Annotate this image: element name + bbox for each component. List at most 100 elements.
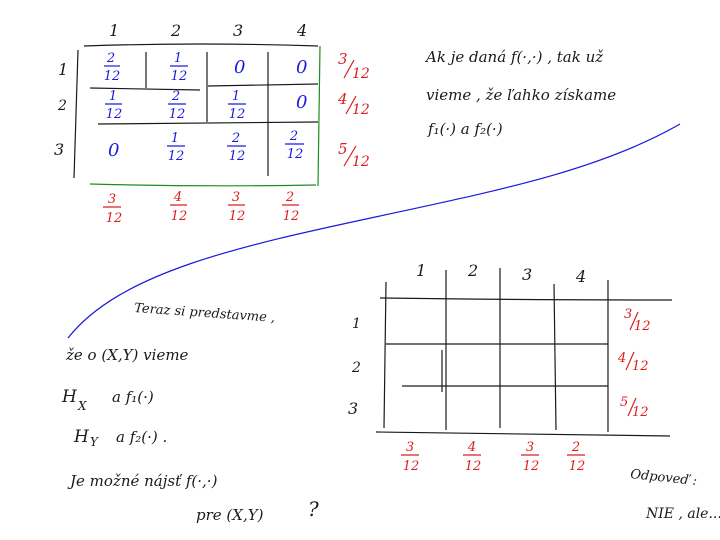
entropy-rest: a f₂(·) .: [116, 428, 167, 446]
bottom-note-line-6: pre (X,Y): [196, 506, 264, 524]
top-note: Ak je daná f(·,·) , tak už vieme , že ľa…: [424, 48, 616, 138]
top-cell-r3c1: 0: [108, 140, 119, 161]
marginal-numerator: 5: [620, 395, 628, 410]
marginal-denominator: 12: [106, 211, 123, 226]
bottom-row-marginal-1: 3 12: [624, 307, 651, 334]
bottom-col-marginal-1: 3 12: [401, 440, 419, 474]
cell-numerator: 2: [106, 51, 115, 66]
marginal-denominator: 12: [229, 209, 246, 224]
bottom-col-marginal-2: 4 12: [463, 440, 481, 474]
cell-numerator: 1: [174, 51, 182, 66]
top-row-headers: 1 2 3: [54, 60, 68, 159]
marginal-denominator: 12: [352, 66, 370, 82]
bottom-col-header: 1: [416, 261, 426, 280]
marginal-denominator: 12: [465, 459, 482, 474]
cell-denominator: 12: [104, 69, 121, 84]
cell-numerator: 1: [171, 131, 179, 146]
bottom-note-line-5: Je možné nájsť f(·,·): [67, 472, 218, 490]
cell-numerator: 2: [289, 129, 298, 144]
top-table-grid: [73, 43, 319, 179]
cell-denominator: 12: [229, 149, 246, 164]
marginal-numerator: 3: [406, 440, 414, 455]
marginal-numerator: 3: [232, 190, 240, 205]
top-row-header: 3: [54, 140, 64, 159]
top-note-line-1: Ak je daná f(·,·) , tak už: [424, 48, 603, 66]
top-row-marginal-2: 4 12: [337, 90, 370, 118]
top-cell-r3c3: 2 12: [227, 131, 246, 164]
cell-numerator: 1: [232, 89, 240, 104]
marginal-numerator: 4: [173, 190, 182, 205]
marginal-denominator: 12: [171, 209, 188, 224]
top-col-marginal-2: 4 12: [170, 190, 187, 224]
bottom-note-line-1: Teraz si predstavme ,: [134, 301, 276, 326]
marginal-denominator: 12: [523, 459, 540, 474]
top-note-line-3: f₁(·) a f₂(·): [427, 120, 503, 138]
top-col-header: 2: [170, 21, 181, 40]
marginal-denominator: 12: [634, 319, 651, 334]
bottom-col-header: 3: [522, 265, 532, 284]
bottom-row-headers: 1 2 3: [348, 316, 361, 418]
entropy-subscript: X: [77, 399, 87, 413]
top-col-marginal-4: 2 12: [282, 190, 299, 224]
answer-label: Odpoveď :: [630, 467, 698, 489]
bottom-table-grid: [375, 268, 673, 437]
top-cell-r3c2: 1 12: [167, 131, 185, 164]
entropy-rest: a f₁(·): [112, 388, 154, 406]
top-row-header: 2: [57, 98, 67, 114]
cell-denominator: 12: [168, 149, 185, 164]
bottom-note-line-3: H X a f₁(·): [61, 387, 154, 413]
marginal-denominator: 12: [352, 102, 370, 118]
marginal-numerator: 3: [338, 50, 348, 68]
top-cell-r2c1: 1 12: [105, 89, 122, 122]
bottom-row-marginal-3: 5 12: [620, 395, 649, 420]
cell-numerator: 2: [171, 89, 180, 104]
marginal-numerator: 5: [338, 140, 348, 158]
marginal-denominator: 12: [632, 359, 649, 374]
bottom-note-line-4: H Y a f₂(·) .: [73, 427, 167, 449]
top-col-header: 1: [109, 21, 119, 40]
bottom-col-marginal-3: 3 12: [521, 440, 539, 474]
top-table-marginal-borders: [89, 45, 321, 187]
top-col-headers: 1 2 3 4: [109, 21, 307, 40]
top-col-marginal-3: 3 12: [228, 190, 245, 224]
top-cell-r1c4: 0: [296, 57, 307, 78]
bottom-col-header: 4: [575, 267, 586, 286]
entropy-subscript: Y: [90, 435, 99, 449]
cell-numerator: 1: [109, 89, 117, 104]
entropy-symbol: H: [73, 427, 90, 447]
bottom-row-header: 1: [352, 316, 361, 332]
top-row-header: 1: [58, 60, 68, 79]
bottom-empty-table: 1 2 3 4 1 2 3 3 12 4 12 5 12 3: [348, 261, 673, 474]
bottom-note-line-2: že o (X,Y) vieme: [65, 346, 189, 364]
marginal-numerator: 3: [526, 440, 534, 455]
top-cell-r2c3: 1 12: [228, 89, 246, 122]
top-cell-r1c1: 2 12: [104, 51, 121, 84]
marginal-denominator: 12: [632, 405, 649, 420]
bottom-col-header: 2: [467, 261, 478, 280]
cell-denominator: 12: [169, 107, 186, 122]
marginal-numerator: 4: [337, 90, 348, 108]
top-cell-r2c2: 2 12: [168, 89, 186, 122]
top-note-line-2: vieme , že ľahko získame: [426, 86, 616, 104]
top-row-marginal-1: 3 12: [338, 50, 370, 82]
cell-denominator: 12: [171, 69, 188, 84]
marginal-denominator: 12: [352, 154, 370, 170]
bottom-row-header: 3: [348, 399, 358, 418]
bottom-col-headers: 1 2 3 4: [416, 261, 586, 286]
marginal-numerator: 2: [285, 190, 294, 205]
bottom-note: Teraz si predstavme , že o (X,Y) vieme H…: [61, 301, 319, 524]
bottom-col-marginal-4: 2 12: [567, 440, 585, 474]
top-col-marginal-1: 3 12: [103, 192, 122, 226]
marginal-numerator: 4: [467, 440, 476, 455]
top-cell-r1c3: 0: [234, 57, 245, 78]
bottom-row-header: 2: [351, 360, 361, 376]
top-col-header: 4: [296, 21, 307, 40]
top-col-header: 3: [233, 21, 243, 40]
cell-denominator: 12: [229, 107, 246, 122]
cell-denominator: 12: [287, 147, 304, 162]
cell-denominator: 12: [106, 107, 123, 122]
marginal-denominator: 12: [569, 459, 586, 474]
marginal-numerator: 4: [617, 351, 626, 366]
entropy-symbol: H: [61, 387, 78, 407]
answer-text: NIE , ale...: [645, 506, 720, 522]
